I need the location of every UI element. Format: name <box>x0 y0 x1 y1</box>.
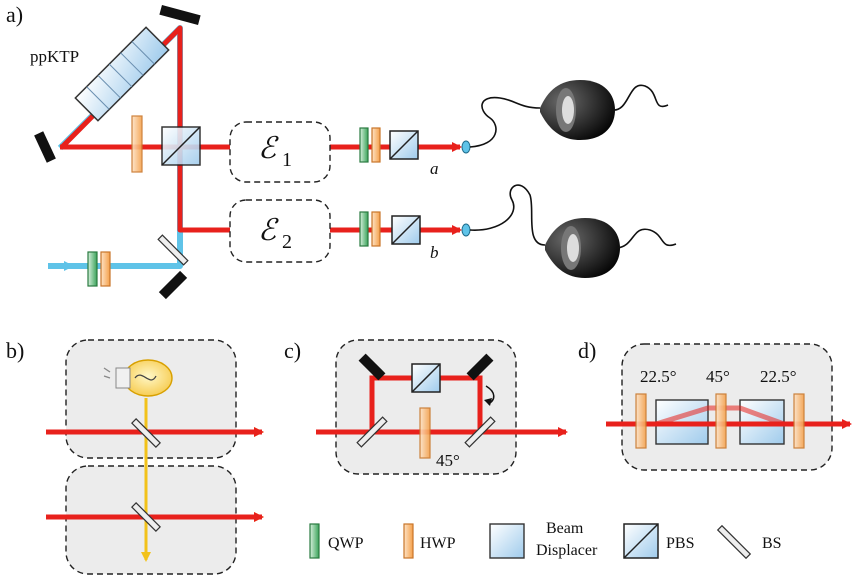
legend-bd-line1: Beam <box>546 520 584 537</box>
panel-d-angle-3: 22.5° <box>760 367 797 386</box>
legend-hwp-swatch <box>403 523 414 559</box>
pbs-main <box>161 126 201 166</box>
panel-label-b: b) <box>6 338 24 363</box>
mirror-icon <box>466 353 494 381</box>
legend-pbs: PBS <box>666 535 694 552</box>
hwp-c <box>419 407 431 459</box>
fiber-a <box>469 96 541 148</box>
legend-pbs-swatch <box>623 523 659 559</box>
fiber-coupler-icon <box>461 140 471 154</box>
detector-icon <box>540 80 669 140</box>
hwp-d-3 <box>793 393 805 449</box>
pump-hwp <box>100 251 111 287</box>
panel-label-c: c) <box>284 338 301 363</box>
hwp-a <box>371 127 381 163</box>
hwp-d-1 <box>635 393 647 449</box>
lightbulb-icon <box>103 359 173 397</box>
channel-1-symbol: ℰ <box>258 132 279 165</box>
pbs-b <box>391 215 421 245</box>
mirror-icon <box>158 270 188 300</box>
channel-2-symbol: ℰ <box>258 214 279 247</box>
panel-d-angle-2: 45° <box>706 367 730 386</box>
ppktp-crystal <box>74 26 170 122</box>
channel-1-box <box>229 121 331 183</box>
panel-d-angle-1: 22.5° <box>640 367 677 386</box>
panel-label-d: d) <box>578 338 596 363</box>
crystal-label: ppKTP <box>30 47 79 66</box>
legend-hwp: HWP <box>420 535 456 552</box>
detector-icon <box>545 218 677 278</box>
legend-bs: BS <box>762 535 782 552</box>
panel-c-angle: 45° <box>436 451 460 470</box>
hwp-b <box>371 211 381 247</box>
output-label-a: a <box>430 159 439 178</box>
beam-splitter-icon <box>131 502 161 532</box>
pbs-a <box>389 130 419 160</box>
qwp-b <box>359 211 369 247</box>
beam-splitter-icon <box>356 416 388 448</box>
channel-1-subscript: 1 <box>282 149 292 171</box>
beam-splitter-icon <box>131 418 161 448</box>
channel-2-subscript: 2 <box>282 231 292 253</box>
pump-qwp <box>87 251 98 287</box>
hwp <box>131 115 143 173</box>
beam-splitter-icon <box>464 416 496 448</box>
output-label-b: b <box>430 243 439 262</box>
qwp-a <box>359 127 369 163</box>
beam-splitter-icon <box>157 234 189 266</box>
legend-qwp: QWP <box>328 535 364 552</box>
legend: QWP HWP Beam Displacer PBS BS <box>309 520 782 560</box>
legend-bd-line2: Displacer <box>536 542 598 559</box>
pbs-c <box>411 363 441 393</box>
legend-bs-swatch <box>716 524 752 560</box>
mirror-icon <box>159 4 201 26</box>
panel-label-a: a) <box>6 2 23 27</box>
hwp-d-2 <box>715 393 727 449</box>
rotation-arrow-head <box>484 398 492 406</box>
mirror-icon <box>34 131 56 163</box>
legend-qwp-swatch <box>309 523 320 559</box>
fiber-b <box>469 184 546 246</box>
legend-bd-swatch <box>489 523 525 559</box>
mirror-icon <box>358 353 386 381</box>
panel-b-box-top <box>65 339 237 459</box>
channel-2-box <box>229 199 331 263</box>
fiber-coupler-icon <box>461 223 471 237</box>
